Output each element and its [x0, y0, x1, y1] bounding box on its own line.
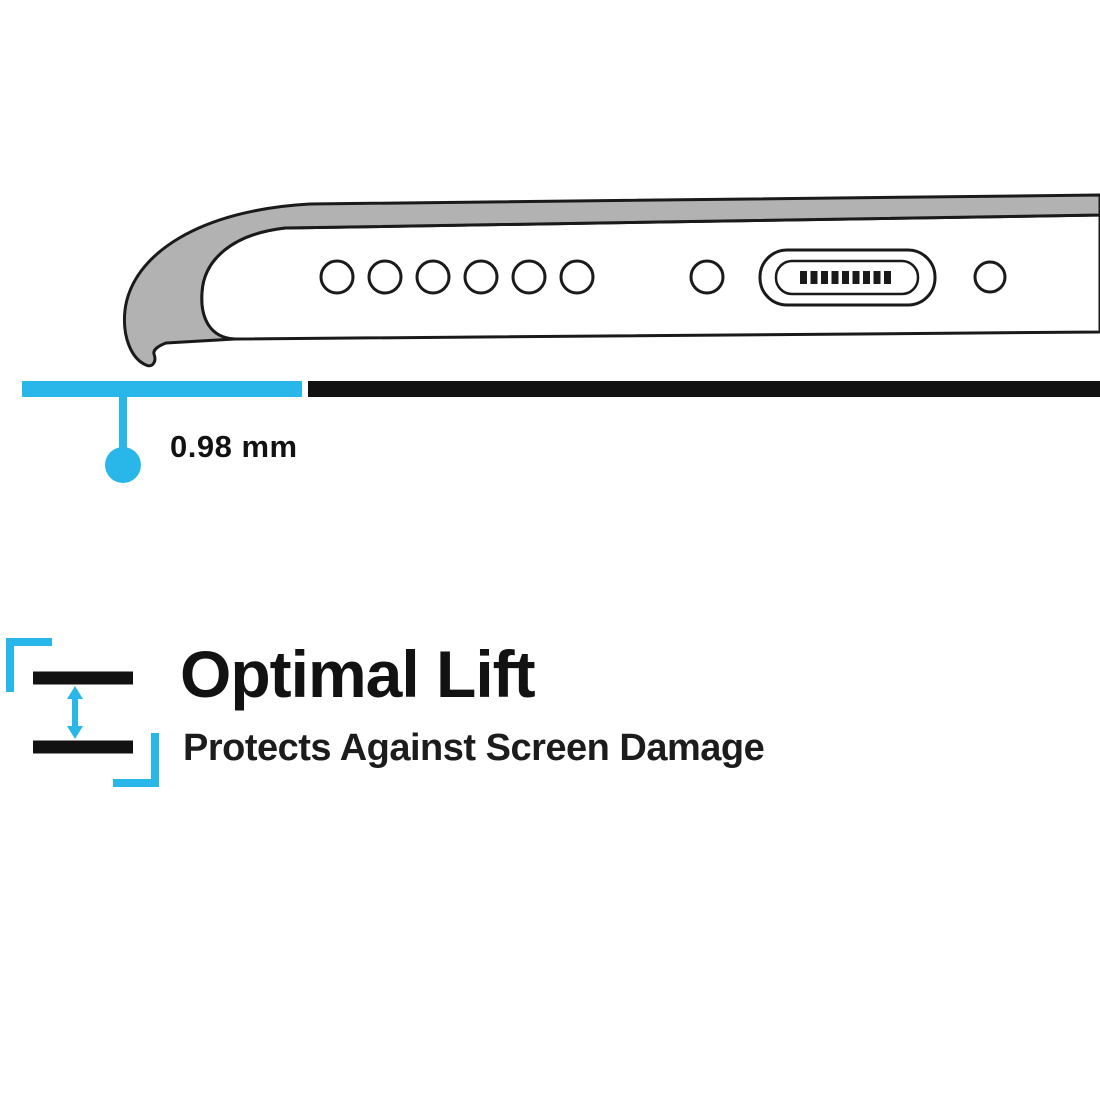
screw-hole: [689, 259, 725, 295]
right-hole: [973, 260, 1007, 294]
feature-title: Optimal Lift: [180, 637, 536, 711]
lift-gap-highlight-bar: [22, 381, 302, 397]
double-arrow-icon: [67, 686, 83, 739]
phone-bottom-illustration: [122, 193, 1100, 368]
feature-subtitle: Protects Against Screen Damage: [183, 727, 765, 769]
bracket-top-left-icon: [6, 638, 52, 692]
measurement-label: 0.98 mm: [170, 429, 298, 464]
surface-line: [308, 381, 1100, 397]
bracket-bottom-right-icon: [113, 733, 159, 787]
case-corner: [122, 193, 1100, 368]
charging-port: [758, 248, 937, 307]
speaker-hole: [559, 259, 595, 295]
port-pins: [800, 271, 891, 284]
speaker-hole: [511, 259, 547, 295]
speaker-hole: [367, 259, 403, 295]
optimal-lift-icon: [6, 638, 159, 787]
measurement-dot: [105, 447, 141, 483]
speaker-hole: [415, 259, 451, 295]
speaker-hole: [463, 259, 499, 295]
speaker-holes: [319, 259, 595, 295]
measurement-leader-line: [119, 397, 127, 449]
speaker-hole: [319, 259, 355, 295]
